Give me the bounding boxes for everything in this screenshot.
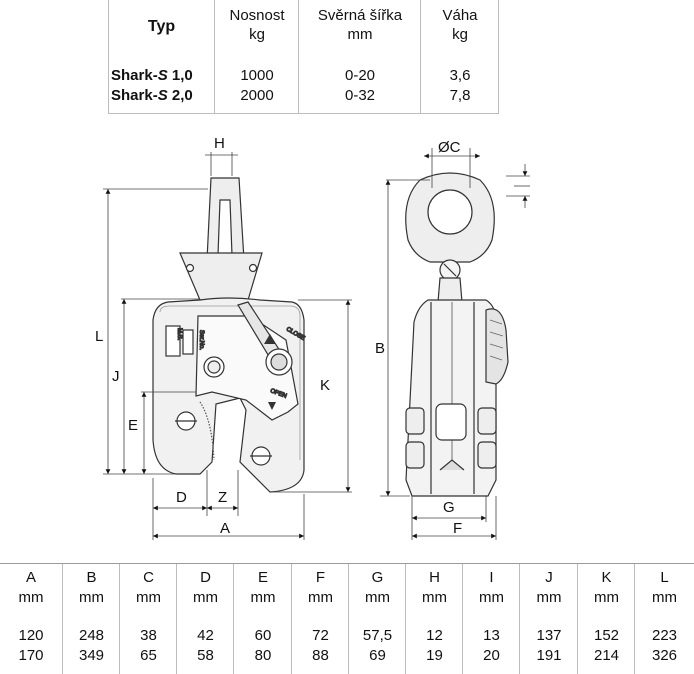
side-dimension-labels: ØC B G F: [375, 139, 462, 537]
serial-label: Ser.No.: [198, 330, 204, 350]
model-row-1: Shark-S 1,0: [111, 67, 193, 84]
dim-label-c: ØC: [438, 139, 461, 156]
dim-label-k: K: [320, 377, 330, 394]
front-dimension-labels: H L J E D Z A K: [95, 135, 330, 537]
ms-label: M.S.: [176, 328, 182, 341]
front-dimensions: [103, 152, 352, 540]
model-row-2: Shark-S 2,0: [111, 87, 193, 104]
front-view: M.S. Ser.No. CLOSE OPEN: [152, 177, 306, 493]
typ-header: Typ: [147, 18, 176, 35]
model-names: Shark-S 1,0 Shark-S 2,0: [111, 66, 193, 106]
side-dimensions: [380, 148, 530, 540]
dim-label-g: G: [443, 499, 455, 516]
dim-label-f: F: [453, 520, 462, 537]
dim-label-j: J: [112, 368, 120, 385]
side-view: [405, 172, 509, 497]
dim-label-l: L: [95, 328, 103, 345]
technical-drawing: M.S. Ser.No. CLOSE OPEN: [95, 135, 530, 540]
dim-label-d: D: [176, 489, 187, 506]
dim-label-z: Z: [218, 489, 227, 506]
typ-column: Typ Shark-S 1,0 Shark-S 2,0: [109, 0, 214, 113]
dim-label-h: H: [214, 135, 225, 152]
dim-label-b: B: [375, 340, 385, 357]
dim-label-a: A: [220, 520, 230, 537]
dim-label-e: E: [128, 417, 138, 434]
